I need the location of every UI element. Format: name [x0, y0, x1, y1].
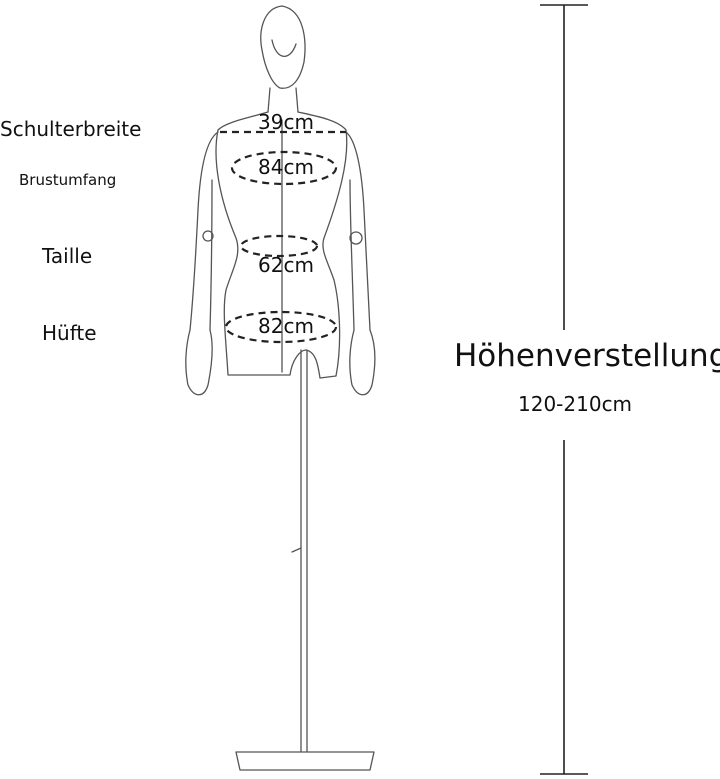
mannequin-neck — [267, 87, 299, 113]
left-elbow-joint — [202, 230, 214, 242]
chest-dashed-ellipse — [230, 150, 338, 186]
hip-value: 82cm — [258, 314, 314, 338]
height-adjustment-range: 120-210cm — [518, 392, 633, 416]
shoulder-width-value: 39cm — [258, 110, 314, 134]
height-adjustment-title: Höhenverstellung: — [454, 338, 720, 374]
right-elbow-joint — [349, 231, 363, 245]
hip-dashed-ellipse — [224, 310, 338, 344]
chest-value: 84cm — [258, 155, 314, 179]
height-scale — [540, 4, 588, 775]
left-arm — [189, 131, 219, 331]
waist-dashed-ellipse — [239, 234, 319, 258]
right-hand — [349, 329, 376, 396]
mannequin-head — [260, 5, 306, 89]
chest-label: Brustumfang — [19, 171, 117, 189]
mannequin-sketch — [185, 5, 376, 771]
stand-base — [235, 751, 375, 771]
measurement-markers — [220, 130, 346, 344]
mannequin-torso — [215, 111, 348, 379]
waist-label: Taille — [42, 244, 93, 268]
waist-value: 62cm — [258, 253, 314, 277]
right-arm — [345, 131, 371, 331]
hip-label: Hüfte — [42, 321, 97, 345]
stand-knob — [291, 547, 302, 553]
mannequin-face — [271, 39, 297, 57]
shoulder-width-label: Schulterbreite — [0, 117, 142, 141]
left-hand — [185, 329, 213, 396]
